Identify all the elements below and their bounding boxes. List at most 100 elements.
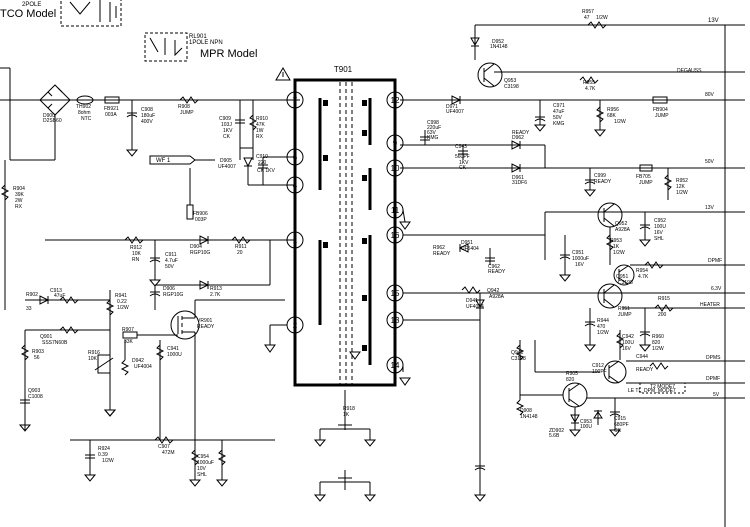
svg-text:C998: C998 — [427, 120, 439, 126]
r957-resistor — [587, 21, 607, 29]
svg-text:ZD902: ZD902 — [549, 428, 564, 434]
rail-degauss-label: DEGAUSS — [677, 68, 702, 74]
mpr-relay-symbol — [149, 37, 183, 57]
rail-80v: D971 UF4007 80V FB904 JUMP C971 47uF 50V… — [400, 92, 745, 130]
svg-text:JUMP: JUMP — [639, 180, 653, 186]
svg-text:R904: R904 — [13, 186, 25, 192]
svg-text:14: 14 — [391, 361, 400, 370]
svg-text:56: 56 — [34, 355, 40, 361]
svg-text:CK: CK — [223, 134, 231, 140]
svg-text:1KV: 1KV — [223, 128, 233, 134]
ground-symbols — [103, 124, 652, 437]
svg-text:R903: R903 — [32, 349, 44, 355]
svg-text:103J: 103J — [221, 122, 232, 128]
svg-text:RGP10G: RGP10G — [163, 292, 183, 298]
svg-text:1N4148: 1N4148 — [490, 44, 508, 50]
svg-text:820: 820 — [566, 377, 575, 383]
q942-transistor — [597, 283, 623, 309]
svg-text:0.39: 0.39 — [98, 452, 108, 458]
svg-text:9: 9 — [393, 139, 398, 148]
mpr-model-header: RL901 1POLE NPN MPR Model — [144, 32, 257, 62]
sec-5v-section: Q941 C3198 R905 820 D908 1N4148 ZD902 5.… — [402, 320, 745, 502]
svg-text:4.7uF: 4.7uF — [165, 258, 178, 264]
svg-text:C962: C962 — [488, 264, 500, 270]
svg-text:R957: R957 — [582, 9, 594, 15]
svg-text:RGP10G: RGP10G — [190, 250, 210, 256]
rail-80v-label: 80V — [705, 92, 715, 98]
svg-text:D906: D906 — [163, 286, 175, 292]
svg-text:UF5404: UF5404 — [461, 246, 479, 252]
rl901-desc: 1POLE NPN — [189, 40, 223, 46]
svg-text:C911: C911 — [165, 252, 177, 258]
svg-text:C942: C942 — [622, 334, 634, 340]
svg-text:003P: 003P — [195, 217, 207, 223]
rail-dpmf-label: DPMF — [708, 258, 722, 264]
svg-text:1/2W: 1/2W — [676, 190, 688, 196]
rail-dpmf2-label: DPMF — [706, 376, 720, 382]
mpr-model-label: MPR Model — [200, 48, 257, 60]
svg-text:JUMP: JUMP — [618, 312, 632, 318]
svg-text:1KV: 1KV — [459, 160, 469, 166]
svg-text:470: 470 — [597, 324, 606, 330]
th902-ntc — [76, 95, 94, 105]
rail-5v-label: 5V — [713, 392, 720, 398]
svg-text:VR901: VR901 — [197, 318, 213, 324]
svg-text:D904: D904 — [190, 244, 202, 250]
svg-text:R924: R924 — [98, 446, 110, 452]
svg-text:5.6B: 5.6B — [549, 433, 560, 439]
svg-text:4: 4 — [293, 181, 298, 190]
pin14-ground — [399, 377, 411, 386]
svg-text:Q942: Q942 — [487, 288, 499, 294]
svg-text:SSS7N60B: SSS7N60B — [42, 340, 68, 346]
svg-text:READY: READY — [197, 324, 215, 330]
svg-text:R941: R941 — [115, 293, 127, 299]
pin2-ground — [264, 344, 276, 353]
svg-text:CK: CK — [459, 165, 467, 171]
svg-text:C944: C944 — [636, 354, 648, 360]
svg-text:10V: 10V — [197, 466, 207, 472]
svg-text:1K: 1K — [343, 412, 350, 418]
svg-text:R907: R907 — [122, 327, 134, 333]
svg-text:UF4007: UF4007 — [446, 109, 464, 115]
svg-text:R902: R902 — [26, 292, 38, 298]
svg-text:LE TL_DPM_MODE7: LE TL_DPM_MODE7 — [628, 388, 676, 394]
primary-section: D900 D2SB60 TH902 8ohm NTC FB921 003A C9… — [0, 67, 300, 310]
svg-text:C912: C912 — [592, 363, 604, 369]
svg-text:R951: R951 — [618, 306, 630, 312]
svg-text:50V: 50V — [553, 115, 563, 121]
svg-text:READY: READY — [488, 269, 506, 275]
svg-text:220: 220 — [258, 160, 267, 166]
svg-text:READY: READY — [433, 251, 451, 257]
svg-text:47K: 47K — [256, 122, 266, 128]
svg-text:1N4148: 1N4148 — [520, 414, 538, 420]
svg-text:100U: 100U — [580, 424, 592, 430]
svg-text:1/2W: 1/2W — [596, 15, 608, 21]
svg-text:Q951: Q951 — [616, 274, 628, 280]
svg-text:R912: R912 — [130, 245, 142, 251]
svg-text:20: 20 — [237, 250, 243, 256]
svg-text:RX: RX — [256, 134, 264, 140]
svg-text:D900: D900 — [43, 113, 55, 119]
svg-text:C3198: C3198 — [511, 356, 526, 362]
svg-text:Q903: Q903 — [28, 388, 40, 394]
svg-text:1/2W: 1/2W — [102, 458, 114, 464]
svg-text:1/2W: 1/2W — [117, 305, 129, 311]
svg-text:TH902: TH902 — [76, 104, 91, 110]
svg-text:D941: D941 — [466, 298, 478, 304]
mpr-relay-box — [144, 32, 188, 62]
svg-text:C952: C952 — [654, 218, 666, 224]
svg-text:READY: READY — [512, 130, 530, 136]
tco-relay-box — [60, 0, 122, 27]
pole-label: 2POLE — [22, 2, 41, 8]
svg-text:R908: R908 — [178, 104, 190, 110]
svg-text:1W: 1W — [256, 128, 264, 134]
svg-text:C1008: C1008 — [28, 394, 43, 400]
svg-text:R918: R918 — [343, 406, 355, 412]
q951-transistor — [613, 264, 635, 286]
t901-ref: T901 — [334, 65, 353, 74]
svg-text:JUMP: JUMP — [655, 113, 669, 119]
y-caps-section: R918 1K — [313, 390, 377, 502]
svg-text:UF4004: UF4004 — [466, 304, 484, 310]
svg-text:C999: C999 — [594, 173, 606, 179]
svg-text:D952: D952 — [492, 39, 504, 45]
